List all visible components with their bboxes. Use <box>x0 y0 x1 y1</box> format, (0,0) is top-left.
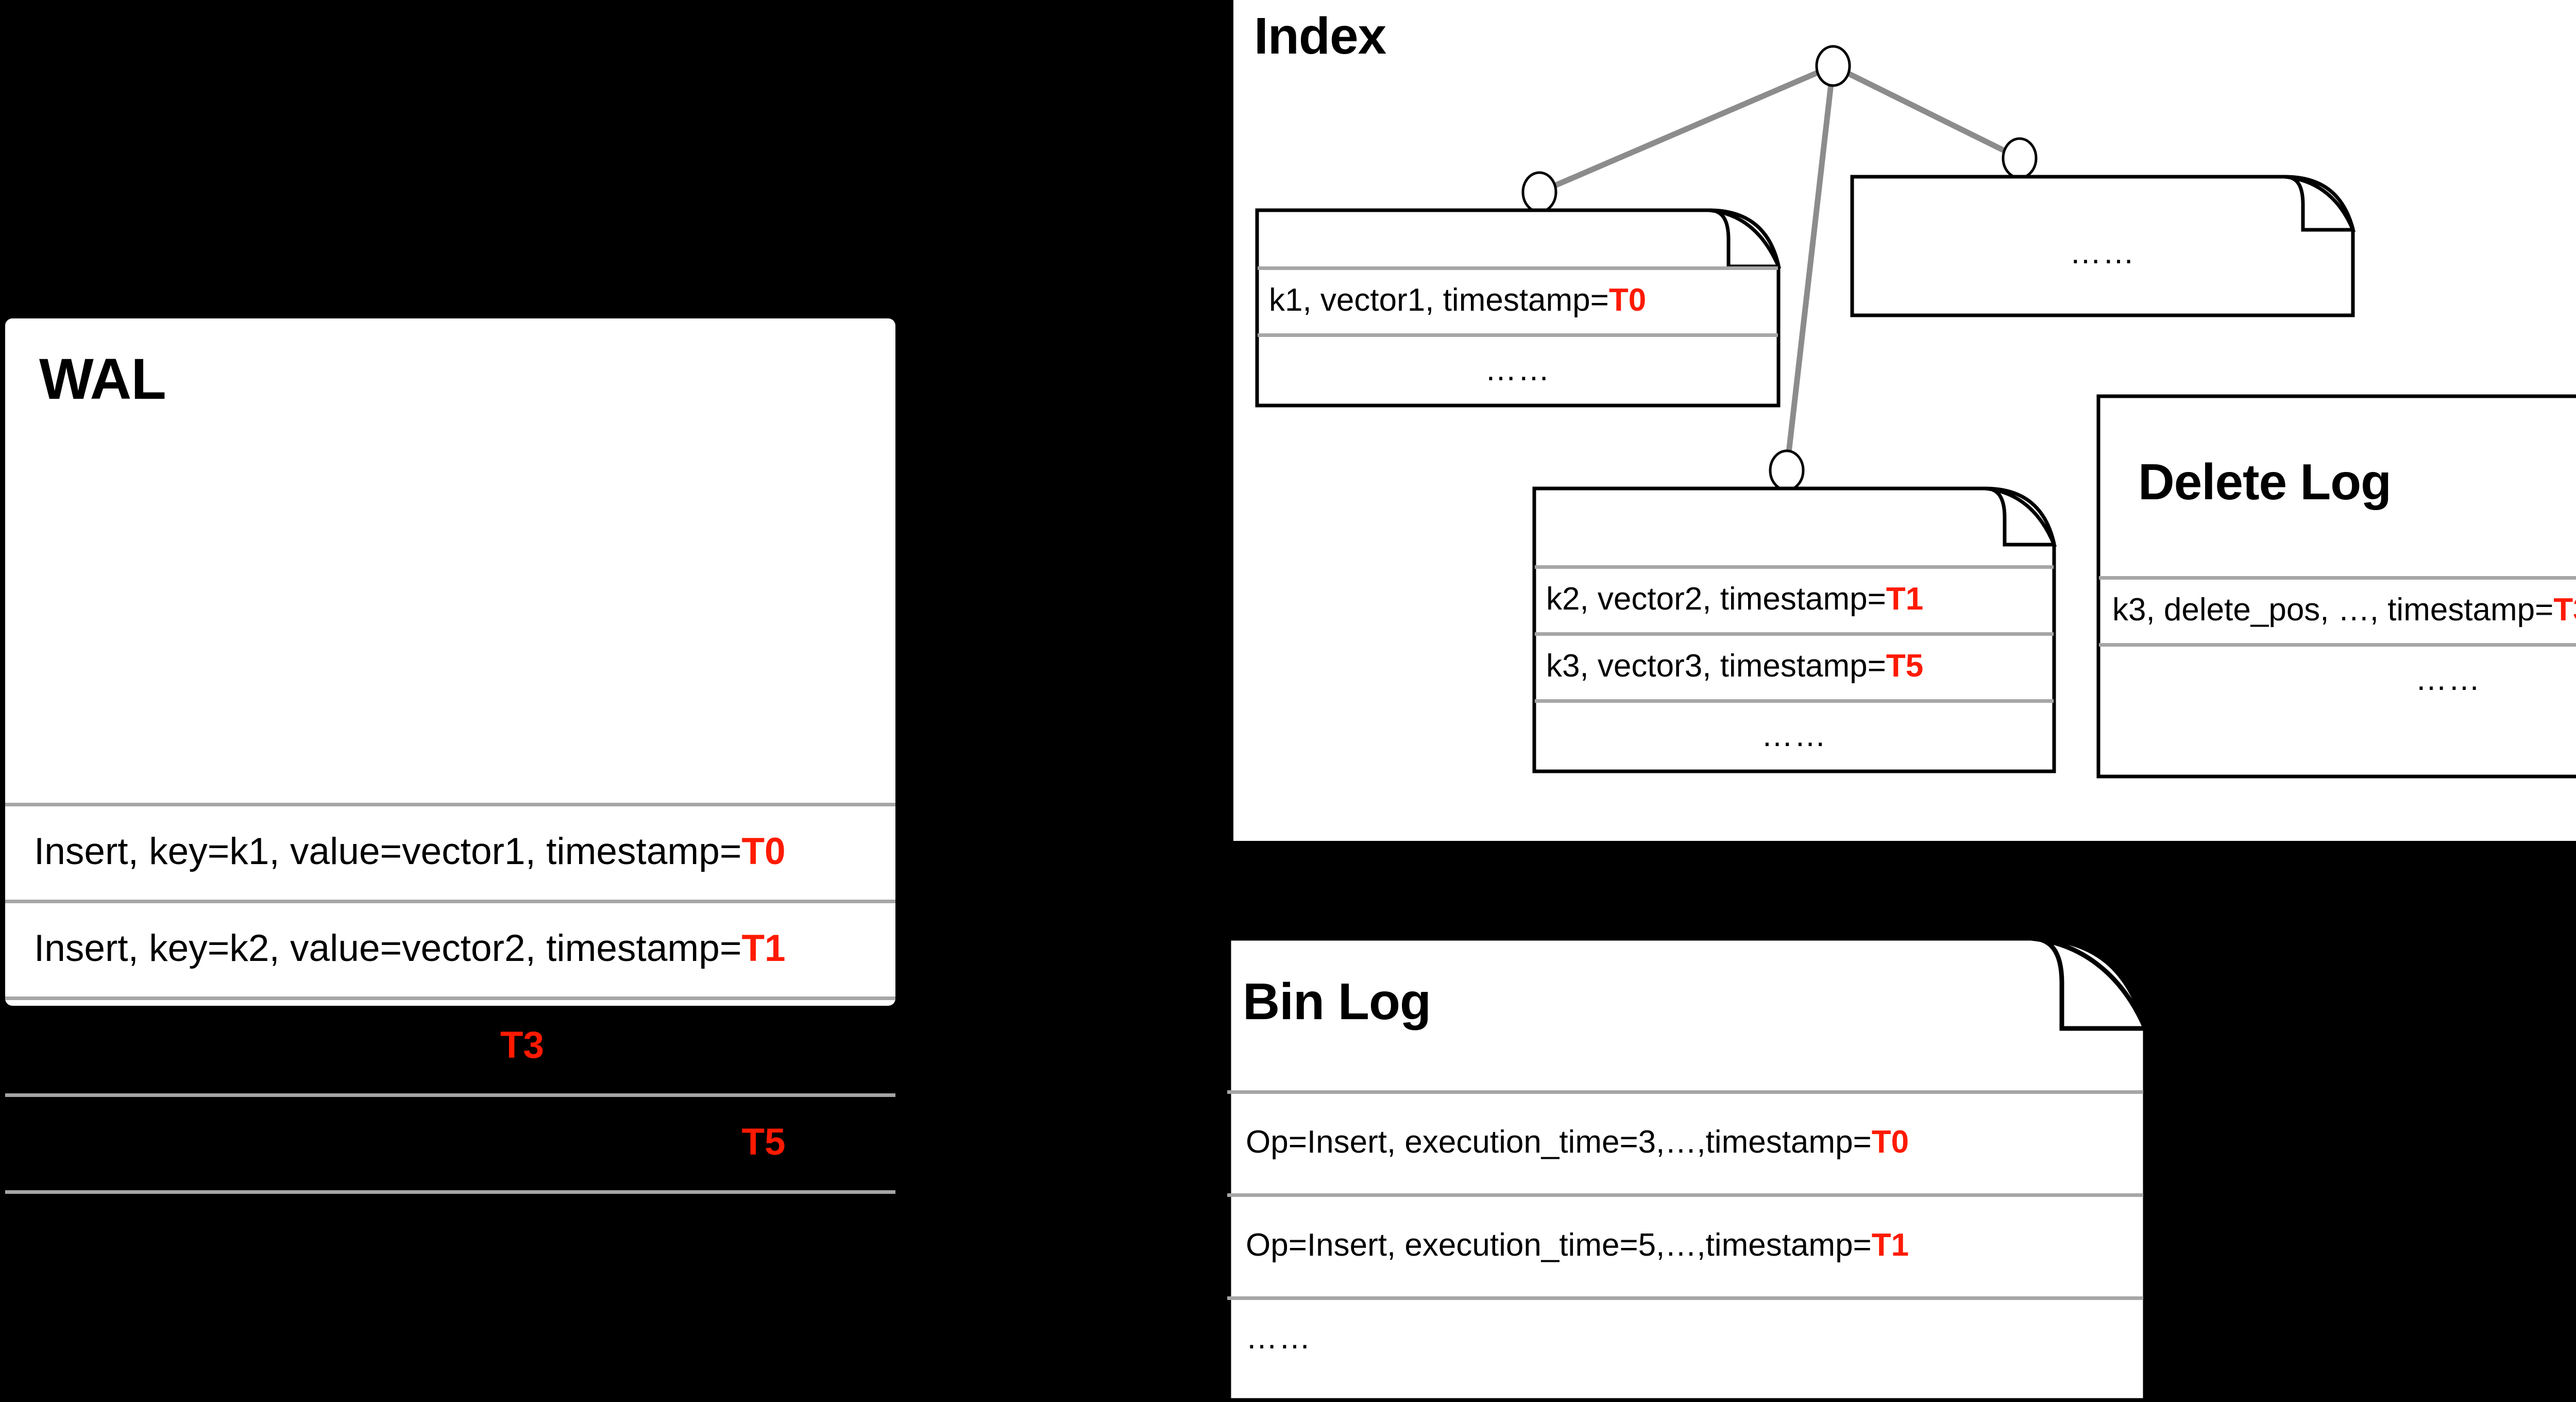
tree-node-center-child <box>1769 449 1805 492</box>
bin-log-row-text: …… <box>1246 1320 1312 1356</box>
wal-row-text: Insert, key=k2, value=vector2, timestamp… <box>34 927 742 969</box>
wal-separator <box>5 803 895 806</box>
index-card-row-timestamp: T1 <box>1886 581 1924 617</box>
index-card-row: …… <box>1851 216 2354 289</box>
card-separator <box>1535 699 2054 703</box>
index-card-k2-k3: k2, vector2, timestamp=T1 k3, vector3, t… <box>1532 486 2057 773</box>
tree-node-left-child <box>1521 171 1557 213</box>
card-separator <box>1227 1193 2143 1197</box>
delete-log-row-text: …… <box>2415 661 2481 697</box>
bin-log-title: Bin Log <box>1243 973 1431 1031</box>
index-card-row: …… <box>1533 699 2056 771</box>
index-card-row-text: k1, vector1, timestamp= <box>1269 282 1609 318</box>
card-separator <box>2099 643 2576 647</box>
index-card-row-text: …… <box>2070 234 2136 271</box>
delete-log-card: Delete Log k3, delete_pos, …, timestamp=… <box>2096 394 2576 779</box>
card-outline <box>1850 175 2356 317</box>
index-card-row-text: …… <box>1761 717 1827 753</box>
index-card-row: k1, vector1, timestamp=T0 <box>1256 266 1780 333</box>
tree-edge-root-left <box>1538 63 1835 195</box>
card-separator <box>1227 1090 2143 1094</box>
wal-row: Insert, key=k3, value=vector3, timestamp… <box>5 1093 895 1190</box>
bin-log-row-timestamp: T0 <box>1871 1124 1909 1160</box>
card-separator <box>1535 565 2054 569</box>
wal-row: Insert, key=k1, value=vector1, timestamp… <box>5 803 895 900</box>
card-outline <box>2096 394 2576 779</box>
delete-log-row: …… <box>2097 643 2576 715</box>
index-card-row-text: k3, vector3, timestamp= <box>1546 648 1886 684</box>
wal-panel: WAL Insert, key=k1, value=vector1, times… <box>5 318 895 1260</box>
wal-row: …… <box>5 1190 895 1287</box>
wal-row-timestamp: T1 <box>741 927 786 969</box>
card-separator <box>1227 1296 2143 1300</box>
card-separator <box>1535 632 2054 636</box>
card-outline <box>1226 936 2149 1402</box>
card-separator <box>1258 333 1778 337</box>
wal-row-timestamp: T0 <box>741 830 786 872</box>
index-card-row: k2, vector2, timestamp=T1 <box>1533 565 2056 632</box>
bin-log-card: Bin Log Op=Insert, execution_time=3,…,ti… <box>1226 936 2222 1402</box>
tree-edge-root-center <box>1784 65 1836 471</box>
delete-log-row-text: k3, delete_pos, …, timestamp= <box>2112 592 2554 628</box>
wal-row-text: Insert, key=k1, value=vector1, timestamp… <box>34 830 742 872</box>
index-card-row-timestamp: T5 <box>1886 648 1924 684</box>
index-card-row-timestamp: T0 <box>1608 282 1647 318</box>
wal-row-text: Insert, key=k3, value=vector3, timestamp… <box>34 1121 742 1163</box>
index-title: Index <box>1254 7 1386 65</box>
wal-row-timestamp: T5 <box>741 1121 786 1163</box>
bin-log-row-text: Op=Insert, execution_time=5,…,timestamp= <box>1246 1227 1872 1263</box>
index-card-k1: k1, vector1, timestamp=T0 …… <box>1255 208 1782 408</box>
bin-log-row-timestamp: T1 <box>1871 1227 1909 1263</box>
bin-log-row: Op=Insert, execution_time=3,…,timestamp=… <box>1227 1090 2145 1193</box>
wal-title: WAL <box>39 347 166 411</box>
wal-separator <box>5 900 895 903</box>
index-card-row-text: …… <box>1485 351 1551 387</box>
wal-separator <box>5 1190 895 1194</box>
index-card-row: k3, vector3, timestamp=T5 <box>1533 632 2056 699</box>
index-panel: Index k1, vector1, timestamp=T0 <box>1233 0 2576 841</box>
card-outline <box>1255 208 1782 408</box>
bin-log-row: …… <box>1227 1296 2145 1379</box>
index-card-overflow: …… <box>1850 175 2356 317</box>
delete-log-row-timestamp: T3 <box>2553 592 2576 628</box>
wal-row-text: …… <box>34 1218 111 1260</box>
wal-row-timestamp: T3 <box>500 1024 545 1066</box>
delete-log-row: k3, delete_pos, …, timestamp=T3 <box>2097 576 2576 643</box>
tree-node-right-child <box>2002 137 2038 179</box>
wal-row: Delete, key=k1, timestamp=T3 <box>5 996 895 1093</box>
delete-log-title: Delete Log <box>2138 453 2392 510</box>
card-separator <box>1258 266 1778 270</box>
wal-row-text: Delete, key=k1, timestamp= <box>34 1024 500 1066</box>
wal-separator <box>5 996 895 1000</box>
card-separator <box>2099 576 2576 580</box>
index-card-row-text: k2, vector2, timestamp= <box>1546 581 1886 617</box>
index-card-row: …… <box>1256 333 1780 406</box>
tree-edge-root-right <box>1832 63 2021 161</box>
wal-row: Insert, key=k2, value=vector2, timestamp… <box>5 900 895 996</box>
bin-log-row-text: Op=Insert, execution_time=3,…,timestamp= <box>1246 1124 1872 1160</box>
bin-log-row: Op=Insert, execution_time=5,…,timestamp=… <box>1227 1193 2145 1296</box>
tree-node-root <box>1815 45 1851 87</box>
wal-separator <box>5 1093 895 1097</box>
